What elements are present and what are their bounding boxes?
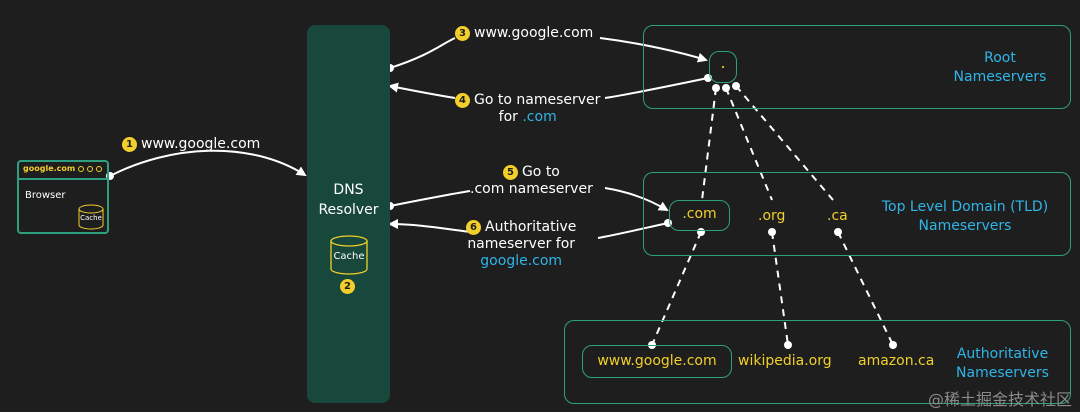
root-node: . [709,51,737,83]
step-number-4: 4 [455,93,470,108]
tld-nameservers-box [643,172,1071,256]
watermark: @稀土掘金技术社区 [927,390,1072,409]
arrow-step-1 [109,149,307,177]
window-controls [78,166,102,172]
root-nameservers-box [643,25,1071,109]
tld-title: Top Level Domain (TLD) Nameservers [881,199,1049,234]
step-number-3: 3 [455,26,470,41]
authoritative-nameservers-box [564,320,1071,404]
step-number-2: 2 [340,279,355,294]
tld-node-com [669,200,730,231]
browser-cache: Cache [77,204,105,230]
step-number-5: 5 [502,165,518,180]
tld-com-label: .com [682,206,717,222]
auth-title: Authoritative Nameservers [956,346,1049,381]
browser-address-bar: google.com [19,162,107,180]
browser-label: Browser [25,190,66,201]
tld-ca-label: .ca [827,208,848,224]
root-title: Root Nameservers [953,50,1047,85]
browser-cache-label: Cache [80,214,102,222]
dns-resolver: DNS Resolver Cache 2 [307,25,390,403]
auth-node-google [582,345,732,378]
step-number-1: 1 [122,137,137,152]
step-number-6: 6 [466,220,481,235]
database-icon [78,204,104,230]
resolver-cache-label: Cache [333,251,365,262]
resolver-cache: Cache [328,234,370,276]
tld-org-label: .org [758,208,786,224]
browser-window: google.com Browser Cache [17,160,109,234]
auth-google-label: www.google.com [597,353,717,369]
auth-wikipedia-label: wikipedia.org [738,353,832,369]
browser-url: google.com [23,164,76,173]
database-icon [330,235,368,275]
resolver-title: DNS Resolver [318,182,379,218]
auth-amazon-label: amazon.ca [858,353,935,369]
